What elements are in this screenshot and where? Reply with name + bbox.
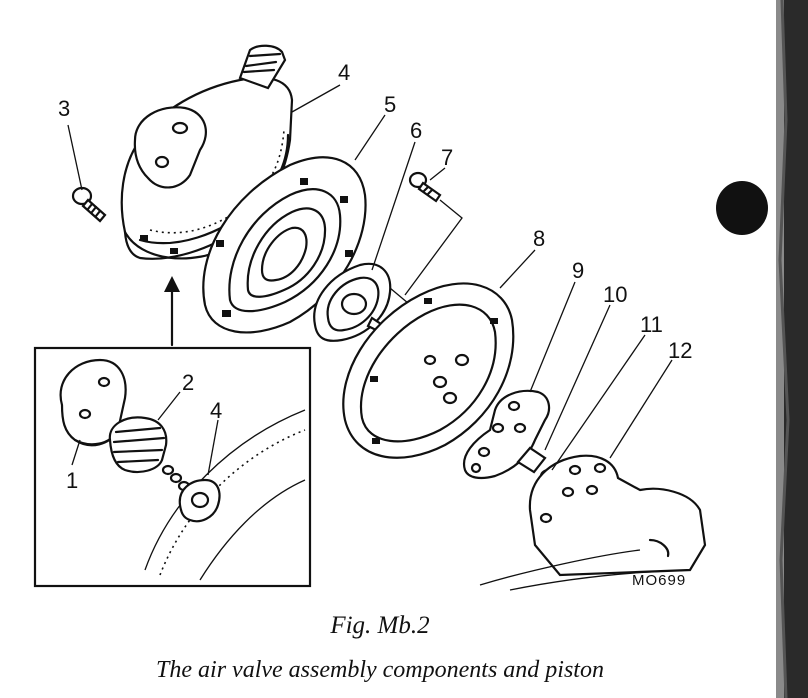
binding-hole [716,181,768,235]
screw-7 [408,171,442,203]
diagram-code: MO699 [632,572,686,589]
callout-10: 10 [603,282,627,307]
flange-plate-9 [462,389,551,480]
pin-10 [516,446,547,474]
carburettor-body-12 [479,454,707,591]
callout-2: 2 [182,370,194,395]
callout-labels: 1 2 3 4 4 5 6 7 8 9 10 11 12 MO699 [58,60,692,589]
callout-4-inset: 4 [210,398,222,423]
callout-7: 7 [441,145,453,170]
housing-8 [342,282,515,459]
callout-3: 3 [58,96,70,121]
inset-detail [33,346,312,588]
callout-8: 8 [533,226,545,251]
callout-4: 4 [338,60,350,85]
callout-9: 9 [572,258,584,283]
inset-arrow [164,276,180,347]
figure-caption: The air valve assembly components and pi… [156,657,604,683]
figure-label: Fig. Mb.2 [330,612,430,639]
callout-1: 1 [66,468,78,493]
diaphragm-valve-6 [313,262,392,342]
screw-3 [71,186,107,223]
callout-11: 11 [640,312,663,337]
callout-6: 6 [410,118,422,143]
leader-lines [67,84,673,476]
callout-12: 12 [668,338,692,363]
callout-5: 5 [384,92,396,117]
page-edge-shadow [776,0,808,698]
